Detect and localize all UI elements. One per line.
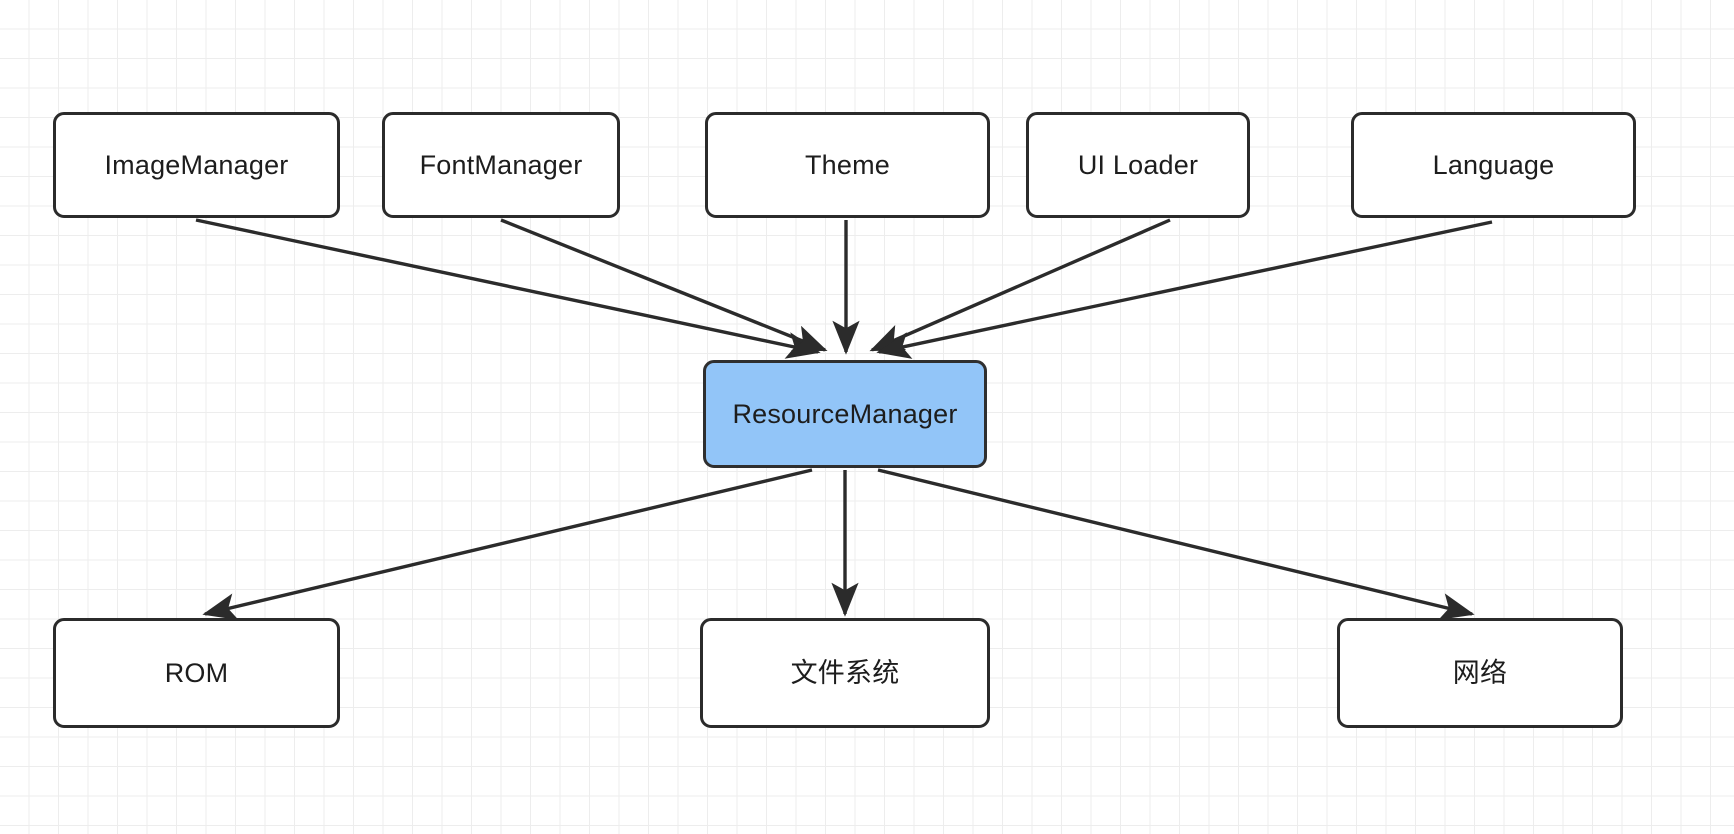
edge-resource-manager-to-network: [877, 468, 1475, 620]
node-label: 网络: [1452, 657, 1508, 688]
edge-ui-loader-to-resource-manager: [869, 218, 1171, 352]
edge-font-manager-to-resource-manager: [500, 218, 828, 352]
node-font-manager[interactable]: FontManager: [382, 112, 620, 218]
node-ui-loader[interactable]: UI Loader: [1026, 112, 1250, 218]
node-rom[interactable]: ROM: [53, 618, 340, 728]
node-image-manager[interactable]: ImageManager: [53, 112, 340, 218]
node-label: FontManager: [419, 149, 583, 180]
edge-image-manager-to-resource-manager: [195, 218, 821, 359]
node-label: Language: [1432, 149, 1555, 180]
node-label: 文件系统: [790, 657, 900, 688]
node-label: ImageManager: [104, 149, 289, 180]
node-file-system[interactable]: 文件系统: [700, 618, 990, 728]
node-label: ROM: [164, 657, 229, 688]
node-theme[interactable]: Theme: [705, 112, 990, 218]
node-network[interactable]: 网络: [1337, 618, 1623, 728]
node-label: Theme: [804, 149, 891, 180]
node-language[interactable]: Language: [1351, 112, 1636, 218]
node-label: UI Loader: [1077, 149, 1199, 180]
node-resource-manager[interactable]: ResourceManager: [703, 360, 987, 468]
edge-language-to-resource-manager: [876, 220, 1493, 359]
node-label: ResourceManager: [732, 398, 958, 429]
edge-resource-manager-to-rom: [202, 468, 813, 621]
